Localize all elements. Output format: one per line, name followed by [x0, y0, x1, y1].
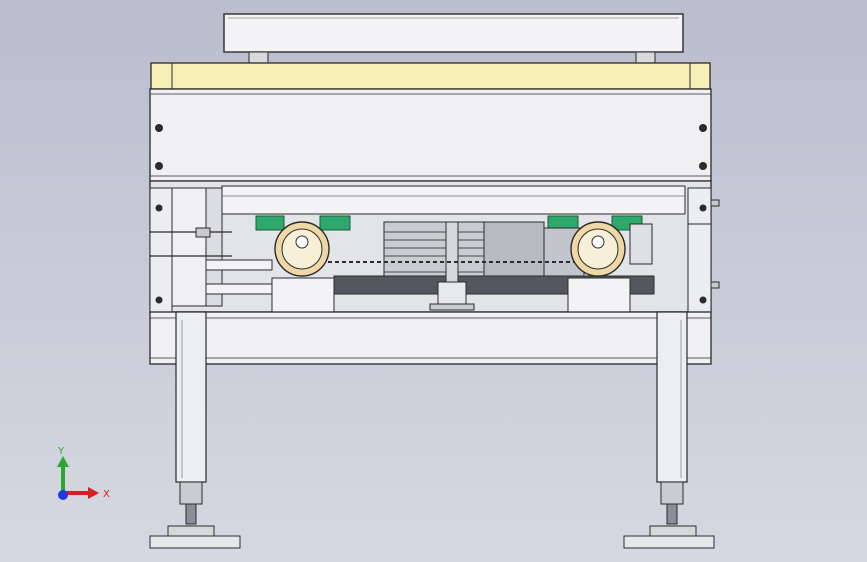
panel-bolts-upper	[155, 124, 707, 170]
leg-right	[623, 311, 715, 549]
center-jack-post	[429, 221, 475, 311]
left-guide-mechanism	[150, 187, 273, 307]
roller-left	[274, 221, 330, 277]
axis-triad: Y X	[57, 446, 110, 500]
z-axis-icon	[58, 490, 68, 500]
x-axis-arrow-icon	[88, 487, 99, 499]
block-right	[567, 277, 631, 313]
y-axis-arrow-icon	[57, 456, 69, 467]
right-bracket	[687, 187, 712, 313]
x-axis-label: X	[103, 489, 110, 500]
inner-upper-rail	[221, 185, 686, 215]
standoff-left	[248, 51, 269, 64]
right-fittings	[688, 199, 720, 289]
roller-right	[570, 221, 626, 277]
lower-side-panel	[149, 311, 712, 365]
conveyor-top-band	[150, 62, 711, 90]
top-cover-plate	[223, 13, 684, 53]
standoff-right	[635, 51, 656, 64]
block-left	[271, 277, 335, 313]
leg-left	[149, 311, 241, 549]
upper-side-panel	[149, 88, 712, 182]
y-axis-label: Y	[57, 446, 65, 457]
